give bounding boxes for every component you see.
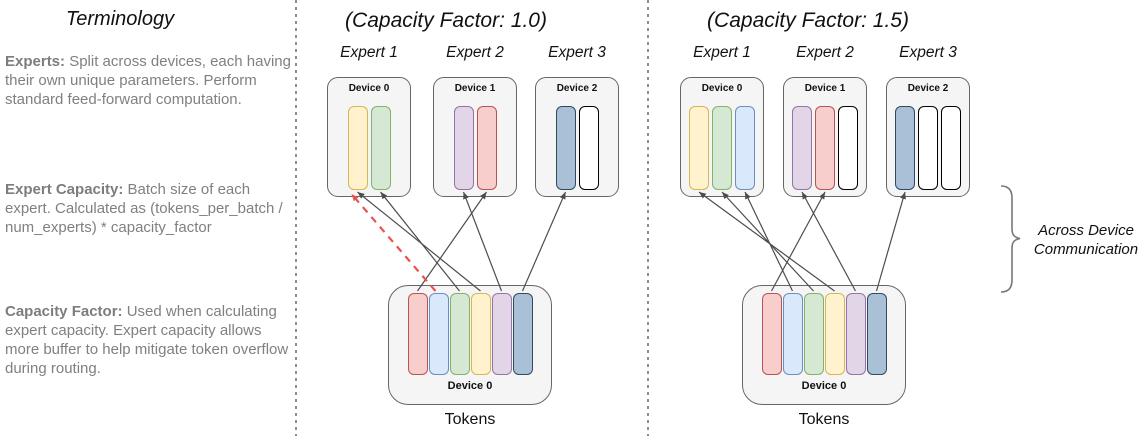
expert-capacity-slot-white [838, 106, 858, 190]
annotation-line-2: Communication [1033, 241, 1139, 258]
expert-label: Expert 3 [548, 44, 606, 61]
device-label: Device 1 [804, 83, 846, 94]
token-bar-red [761, 293, 782, 375]
annotation-line-1: Across Device [1038, 222, 1134, 239]
token-bar-yellow [470, 293, 491, 375]
device-box [535, 77, 619, 197]
terminology-term: Capacity Factor: [5, 303, 123, 320]
curly-brace [1000, 185, 1021, 293]
terminology-item: Capacity Factor: Used when calculating e… [5, 302, 297, 378]
expert-capacity-slot-white [941, 106, 961, 190]
token-bar-yellow [824, 293, 845, 375]
expert-capacity-slot-slate [555, 106, 576, 190]
tokens-device-label: Device 0 [801, 380, 847, 392]
panel-title: (Capacity Factor: 1.5) [707, 9, 909, 32]
token-bar-lightblue [782, 293, 803, 375]
terminology-term: Experts: [5, 53, 66, 70]
terminology-definition: Batch size of each expert. Calculated as… [5, 181, 283, 236]
expert-capacity-slot-green [712, 106, 732, 190]
tokens-caption: Tokens [444, 411, 496, 428]
device-label: Device 0 [348, 83, 390, 94]
device-box [327, 77, 411, 197]
token-bar-purple [491, 293, 512, 375]
expert-label: Expert 3 [899, 44, 957, 61]
terminology-item: Expert Capacity: Batch size of each expe… [5, 180, 297, 237]
tokens-caption: Tokens [798, 411, 850, 428]
tokens-device-label: Device 0 [447, 380, 493, 392]
token-routing-arrow [417, 191, 487, 292]
expert-label: Expert 1 [340, 44, 398, 61]
token-routing-arrow [770, 191, 826, 292]
token-routing-arrow [721, 191, 814, 292]
token-routing-arrow [357, 191, 481, 292]
expert-capacity-slot-slate [895, 106, 915, 190]
expert-capacity-slot-yellow [347, 106, 368, 190]
token-bar-lightblue [428, 293, 449, 375]
expert-capacity-slot-red [815, 106, 835, 190]
token-bar-slate [866, 293, 887, 375]
token-bar-purple [845, 293, 866, 375]
terminology-definition: Split across devices, each having their … [5, 53, 291, 108]
expert-capacity-slot-yellow [689, 106, 709, 190]
terminology-definition: Used when calculating expert capacity. E… [5, 303, 289, 377]
terminology-item: Experts: Split across devices, each havi… [5, 52, 297, 109]
expert-capacity-slot-red [476, 106, 497, 190]
device-label: Device 1 [454, 83, 496, 94]
device-label: Device 0 [701, 83, 743, 94]
dashed-separator [647, 0, 649, 436]
token-routing-arrow [875, 191, 906, 292]
token-bar-green [449, 293, 470, 375]
token-bar-green [803, 293, 824, 375]
token-bar-red [407, 293, 428, 375]
expert-capacity-slot-white [918, 106, 938, 190]
dropped-token-arrow [350, 193, 437, 292]
panel-title: (Capacity Factor: 1.0) [345, 9, 547, 32]
expert-capacity-slot-lightblue [735, 106, 755, 190]
expert-capacity-slot-green [370, 106, 391, 190]
expert-capacity-slot-purple [453, 106, 474, 190]
dashed-separator [295, 0, 297, 436]
terminology-title: Terminology [65, 8, 175, 30]
token-routing-arrow [801, 191, 857, 292]
expert-label: Expert 2 [796, 44, 854, 61]
terminology-term: Expert Capacity: [5, 181, 124, 198]
token-routing-arrow [521, 191, 567, 292]
token-routing-arrow [380, 191, 460, 292]
expert-label: Expert 2 [446, 44, 504, 61]
expert-capacity-slot-white [578, 106, 599, 190]
token-bar-slate [512, 293, 533, 375]
token-routing-arrow [744, 191, 794, 292]
expert-capacity-slot-purple [792, 106, 812, 190]
token-routing-arrow [462, 191, 503, 292]
device-box [433, 77, 517, 197]
expert-label: Expert 1 [693, 44, 751, 61]
device-label: Device 2 [907, 83, 949, 94]
across-device-communication-label: Across Device Communication [1026, 221, 1146, 259]
token-routing-arrow [698, 191, 835, 292]
device-label: Device 2 [556, 83, 598, 94]
